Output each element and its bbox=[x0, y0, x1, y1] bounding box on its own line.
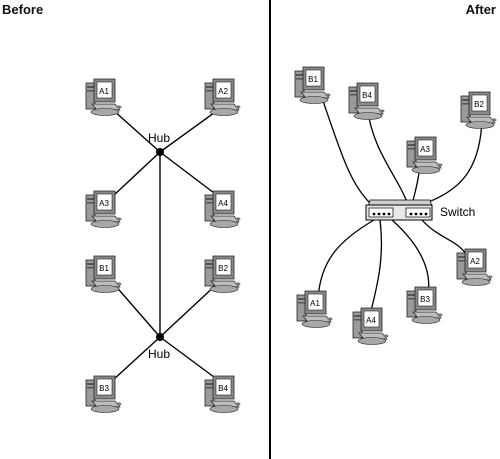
before-pc-a4: A4 bbox=[204, 190, 241, 228]
svg-text:A1: A1 bbox=[99, 87, 109, 96]
before-pc-b4: B4 bbox=[204, 375, 241, 413]
before-heading: Before bbox=[2, 2, 44, 17]
after-heading: After bbox=[465, 2, 496, 17]
before-pc-b3: B3 bbox=[85, 375, 122, 413]
after-pc-a2: A2 bbox=[456, 248, 493, 286]
svg-text:A1: A1 bbox=[310, 299, 320, 308]
before-pc-b2: B2 bbox=[204, 255, 241, 293]
svg-text:B4: B4 bbox=[218, 384, 228, 393]
svg-text:B1: B1 bbox=[99, 264, 109, 273]
hub-node-bottom bbox=[156, 333, 164, 341]
svg-text:B3: B3 bbox=[99, 384, 109, 393]
hub-node-top bbox=[156, 148, 164, 156]
after-pc-a1: A1 bbox=[296, 290, 333, 328]
hub-label-top: Hub bbox=[148, 131, 170, 145]
svg-text:B2: B2 bbox=[474, 100, 484, 109]
svg-text:A2: A2 bbox=[470, 257, 480, 266]
before-cables bbox=[112, 109, 219, 381]
before-pc-a1: A1 bbox=[85, 78, 122, 116]
before-pc-a2: A2 bbox=[204, 78, 241, 116]
after-pc-b3: B3 bbox=[406, 286, 443, 324]
svg-text:A4: A4 bbox=[366, 316, 376, 325]
svg-text:A3: A3 bbox=[420, 145, 430, 154]
hub-label-bottom: Hub bbox=[148, 347, 170, 361]
svg-text:A2: A2 bbox=[218, 87, 228, 96]
after-pc-b2: B2 bbox=[460, 91, 497, 129]
before-pc-b1: B1 bbox=[85, 255, 122, 293]
after-pc-a4: A4 bbox=[352, 307, 389, 345]
svg-text:B3: B3 bbox=[420, 295, 430, 304]
svg-text:B2: B2 bbox=[218, 264, 228, 273]
svg-text:B4: B4 bbox=[362, 91, 372, 100]
before-pc-a3: A3 bbox=[85, 190, 122, 228]
svg-text:A4: A4 bbox=[218, 199, 228, 208]
svg-text:B1: B1 bbox=[308, 75, 318, 84]
after-pc-a3: A3 bbox=[406, 136, 443, 174]
switch-box bbox=[365, 199, 433, 221]
switch-label: Switch bbox=[440, 205, 475, 219]
after-pc-b1: B1 bbox=[294, 66, 331, 104]
svg-text:A3: A3 bbox=[99, 199, 109, 208]
after-pc-b4: B4 bbox=[348, 82, 385, 120]
